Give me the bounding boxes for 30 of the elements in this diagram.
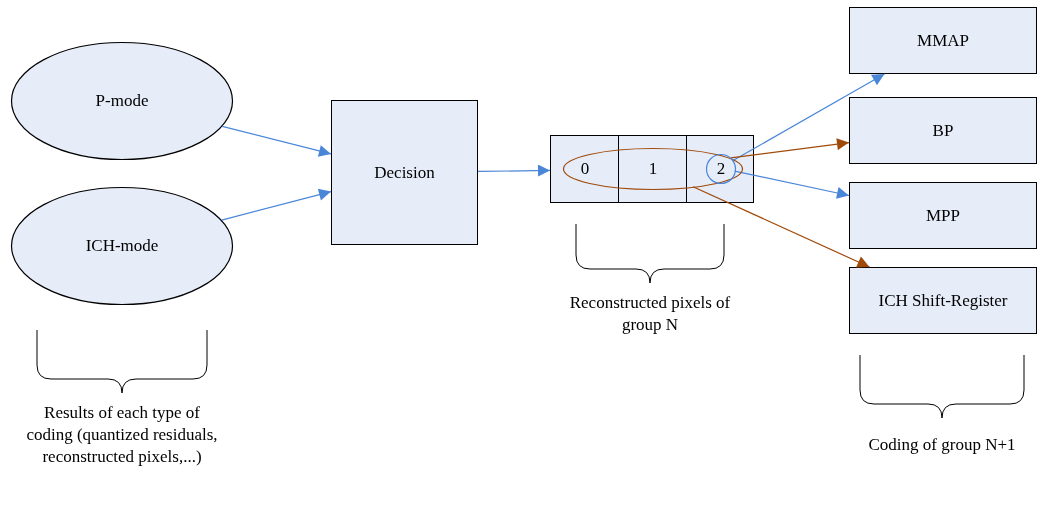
arrow <box>692 186 871 268</box>
arrow <box>221 125 332 157</box>
node-label: MMAP <box>917 30 969 51</box>
node-label: 2 <box>716 159 726 179</box>
process-box <box>849 7 1037 74</box>
arrow <box>221 188 332 221</box>
arrow <box>734 170 850 199</box>
arrow <box>732 73 885 162</box>
node-label: BP <box>932 120 954 141</box>
brace-caption: Results of each type of coding (quantized residuals, reconstructed pixels,...) <box>25 402 219 469</box>
pixel-group-box <box>550 135 754 203</box>
node-label: 0 <box>580 159 590 179</box>
node-label: ICH-mode <box>85 236 159 256</box>
circle-node <box>706 154 736 184</box>
ellipse-node <box>563 148 743 190</box>
brace-caption: Reconstructed pixels of group N <box>568 292 732 337</box>
process-box <box>849 182 1037 249</box>
ellipse-node <box>11 42 233 160</box>
arrow <box>477 164 551 177</box>
process-box <box>331 100 478 245</box>
arrow <box>730 138 850 159</box>
node-label: 1 <box>648 159 658 179</box>
ellipse-node <box>11 187 233 305</box>
node-label: P-mode <box>95 91 149 111</box>
process-box <box>849 97 1037 164</box>
brace-caption: Coding of group N+1 <box>867 434 1017 456</box>
node-label: MPP <box>926 205 960 226</box>
node-label: ICH Shift-Register <box>878 290 1008 311</box>
node-label: Decision <box>374 162 435 183</box>
process-box <box>849 267 1037 334</box>
